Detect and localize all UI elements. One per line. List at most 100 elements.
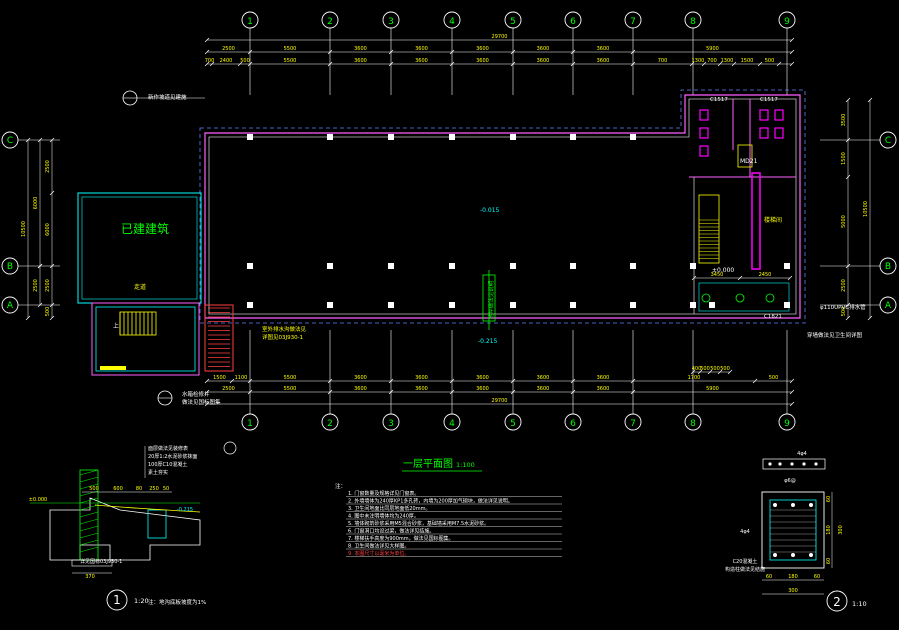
dim-top-row2-tick-6 xyxy=(449,61,455,67)
dim-top-row1-tick-3 xyxy=(388,49,394,55)
dim-top-row2-text-9: 700 xyxy=(658,58,668,64)
dim-left-d-tick-0 xyxy=(49,137,55,143)
dim-left-b-tick-1 xyxy=(25,315,31,321)
core-stair-frame xyxy=(698,194,720,264)
column-17 xyxy=(570,302,576,308)
general-notes: 注： 1. 门窗数量及规格详见门窗表。2. 外墙墙体为240厚KP1多孔砖，内墙… xyxy=(335,482,562,557)
axis-circle-right-C xyxy=(879,131,897,149)
dim-top-row2-text-1: 2400 xyxy=(220,58,233,64)
dim-bottom-row1-text-2: 5500 xyxy=(284,375,297,381)
axis-label-bottom-2: 2 xyxy=(327,419,333,429)
dim-top-row1-tick-4 xyxy=(449,49,455,55)
axis-circle-bottom-4 xyxy=(443,413,461,431)
fixture-1 xyxy=(735,293,745,303)
axis-circle-bottom-9 xyxy=(778,413,796,431)
detail-2-scale: 1:10 xyxy=(852,600,867,608)
dim-right-a-tick-1 xyxy=(845,137,851,143)
wall-hatch-4 xyxy=(79,497,99,504)
axis-circle-bottom-8 xyxy=(684,413,702,431)
axis-label-bottom-3: 3 xyxy=(388,419,394,429)
dim-top-row2-text-13: 1500 xyxy=(741,58,754,64)
axis-circle-left-C xyxy=(1,131,19,149)
detail1-number-circle xyxy=(106,589,128,611)
toilet-stall-2 xyxy=(699,145,709,157)
dim-bottom-row1-tick-3 xyxy=(327,378,333,384)
dim-right-b-tick-0 xyxy=(867,97,873,103)
axis-label-top-6: 6 xyxy=(570,17,576,27)
dim-bottom-row1-tick-4 xyxy=(388,378,394,384)
dim-bottom-small-tick-2 xyxy=(707,369,713,375)
detail1-dim-0: 500 xyxy=(89,486,99,492)
dim-top-row2-tick-1 xyxy=(209,61,215,67)
axis-circle-bottom-5 xyxy=(504,413,522,431)
dim-top-row2-text-11: 700 xyxy=(707,58,717,64)
detail1-layer-3: 素土夯实 xyxy=(148,469,168,476)
dim-bottom-row1-tick-5 xyxy=(449,378,455,384)
dim-bottom-row2-text-4: 3600 xyxy=(476,386,489,392)
axis-label-top-3: 3 xyxy=(388,17,394,27)
dim-right-b-text-0: 10500 xyxy=(863,201,869,217)
axis-circle-bottom-7 xyxy=(624,413,642,431)
dim-top-row1-tick-8 xyxy=(789,49,795,55)
dim-top-row2-tick-14 xyxy=(757,61,763,67)
wall-hatch-10 xyxy=(79,539,99,546)
top-rebar-3 xyxy=(802,462,806,466)
column-7 xyxy=(388,263,394,269)
note-right-2: 穿墙做法见卫生间详图 xyxy=(807,331,863,339)
axis-circle-top-6 xyxy=(564,11,582,29)
dim-top-row1-text-2: 3600 xyxy=(354,46,367,52)
dim-bottom-row1-text-6: 3600 xyxy=(537,375,550,381)
dim-bottom-small-text-3: 500 xyxy=(720,366,730,372)
dim-bottom-row2-text-5: 3600 xyxy=(537,386,550,392)
toilet-stall-0 xyxy=(699,109,709,121)
dim-right-b-tick-1 xyxy=(867,315,873,321)
dim-top-row2-text-12: 1300 xyxy=(721,58,734,64)
toilet-stall-6 xyxy=(774,127,784,139)
dim-bottom-row1-text-3: 3600 xyxy=(354,375,367,381)
dim-bottom-row1-tick-1 xyxy=(229,378,235,384)
dim-top-row2-tick-7 xyxy=(510,61,516,67)
detail1-dim-4: 50 xyxy=(163,486,169,492)
axis-circle-right-B xyxy=(879,257,897,275)
rebar-2 xyxy=(773,553,777,557)
dim-top-row2-tick-13 xyxy=(731,61,737,67)
column-18 xyxy=(630,134,636,140)
dim-inner-text-1: 2450 xyxy=(759,272,772,278)
column-2 xyxy=(247,302,253,308)
detail2-side-label: 4φ4 xyxy=(740,529,750,535)
axis-label-bottom-7: 7 xyxy=(630,419,636,429)
note-line-2: 3. 卫生间地面比同层地面低20mm。 xyxy=(348,505,430,512)
dim-bottom-row2-tick-4 xyxy=(449,389,455,395)
axis-label-right-A: A xyxy=(885,301,892,311)
detail2-top-label: 4φ4 xyxy=(797,451,807,457)
axis-circle-left-B xyxy=(1,257,19,275)
dim-top-row2-tick-16 xyxy=(789,61,795,67)
axis-label-top-4: 4 xyxy=(449,17,455,27)
toilet-stall-1 xyxy=(699,127,709,139)
column-core-3 xyxy=(784,302,790,308)
detail1-ref-circle xyxy=(223,441,237,455)
dim-top-row2-text-7: 3600 xyxy=(537,58,550,64)
detail-1-scale: 1:20 xyxy=(134,597,149,605)
detail-1-number: 1 xyxy=(113,593,121,607)
rebar-4 xyxy=(791,503,795,507)
mid-vertical-note: 地坪做法见说明 xyxy=(487,280,495,319)
note-line-7: 8. 卫生间做法详见大样图。 xyxy=(348,543,409,550)
dim-top-row2-tick-8 xyxy=(570,61,576,67)
dim-top-total-tick-0 xyxy=(204,37,210,43)
dim-top-row1-text-6: 3600 xyxy=(597,46,610,52)
dim-top-row1-tick-0 xyxy=(204,49,210,55)
dim-bottom-total-tick-1 xyxy=(789,401,795,407)
note-top-left: 新作坡道见建施 xyxy=(148,93,187,101)
stair-frame xyxy=(119,311,157,336)
dim-bottom-row1-text-8: 1700 xyxy=(688,375,701,381)
dim-left-d-tick-4 xyxy=(49,315,55,321)
column-core-1 xyxy=(690,302,696,308)
dim-bottom-row2-text-3: 3600 xyxy=(415,386,428,392)
axis-circle-top-9 xyxy=(778,11,796,29)
detail1-dim-2: 80 xyxy=(136,486,142,492)
dim-top-row1-text-3: 3600 xyxy=(415,46,428,52)
